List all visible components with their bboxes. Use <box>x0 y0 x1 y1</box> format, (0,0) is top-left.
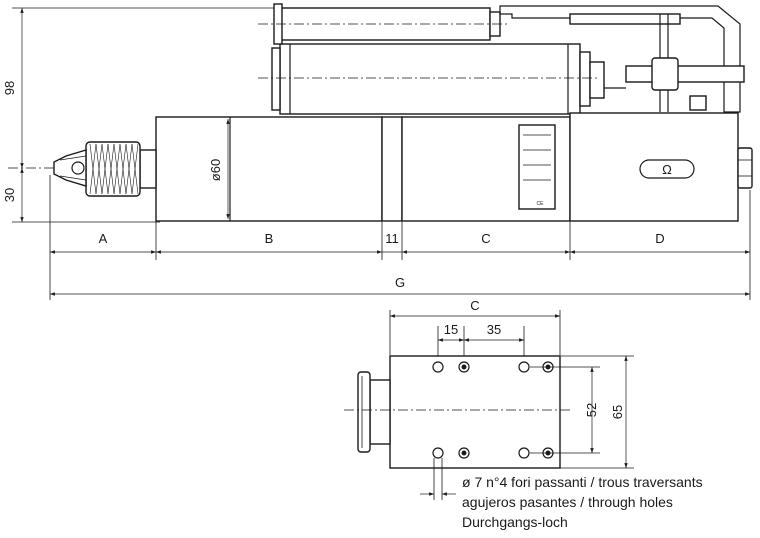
guard-bracket <box>499 5 741 113</box>
hole-threaded-core <box>461 364 467 370</box>
bottom-view: C 15 35 <box>344 298 703 530</box>
knurl-line <box>95 143 103 195</box>
ce-mark: CE <box>537 201 545 207</box>
hole-threaded <box>458 447 470 459</box>
main-body-b <box>155 116 383 222</box>
block-flange <box>369 379 391 445</box>
rating-plate <box>518 124 556 210</box>
dim-label-c: C <box>481 231 490 246</box>
jaw-line <box>59 175 87 181</box>
knurl-pattern <box>89 143 139 195</box>
knurl-line <box>89 143 97 195</box>
motor-rear-cap <box>271 47 281 111</box>
dim-label-diameter: ø60 <box>208 159 223 181</box>
gearbox-d <box>569 112 739 222</box>
brand-logo: Ω <box>662 162 672 177</box>
hole-open <box>518 447 530 459</box>
hole-open <box>518 361 530 373</box>
dim-label-52: 52 <box>584 403 599 417</box>
hole-threaded <box>458 361 470 373</box>
guide-rod <box>569 13 681 25</box>
knurl-line <box>113 143 121 195</box>
motor-flange <box>589 61 605 99</box>
side-view: 98 30 ø60 <box>2 3 753 300</box>
dim-label-b: B <box>265 231 274 246</box>
chuck-key-hole <box>71 161 85 175</box>
jaw-line <box>59 155 87 161</box>
spacer-ring <box>381 116 403 222</box>
knurl-line <box>131 143 139 195</box>
bracket-nut <box>651 57 679 91</box>
dim-label-15: 15 <box>444 322 458 337</box>
dim-label-g: G <box>395 275 405 290</box>
bracket-foot <box>689 95 707 111</box>
motor-front-cap <box>579 51 591 107</box>
dim-label-30: 30 <box>2 188 17 202</box>
rear-nut <box>737 147 753 189</box>
hole-note-line-2: agujeros pasantes / through holes <box>462 494 673 510</box>
hole-open <box>432 361 444 373</box>
hole-threaded-core <box>461 450 467 456</box>
cross-bar <box>625 65 745 83</box>
hole-open <box>432 447 444 459</box>
dim-label-d: D <box>655 231 664 246</box>
dim-label-11: 11 <box>385 231 399 246</box>
dim-label-a: A <box>99 231 108 246</box>
knurl-line <box>119 143 127 195</box>
brand-logo-badge <box>639 159 695 179</box>
hole-note-line-1: ø 7 n°4 fori passanti / trous traversant… <box>462 474 703 490</box>
hole-note-line-3: Durchgangs-loch <box>462 514 568 530</box>
dim-label-65: 65 <box>610 405 625 419</box>
chuck-jaws <box>53 149 87 187</box>
dim-label-c-bottom: C <box>470 298 479 313</box>
knurl-line <box>125 143 133 195</box>
mounting-block-bottom <box>389 355 561 469</box>
block-collar <box>357 371 371 453</box>
knurl-line <box>101 143 109 195</box>
dim-label-35: 35 <box>487 322 501 337</box>
dim-label-98: 98 <box>2 81 17 95</box>
knurl-line <box>107 143 115 195</box>
motor-cylinder <box>279 43 581 115</box>
chuck-collar <box>139 149 157 189</box>
